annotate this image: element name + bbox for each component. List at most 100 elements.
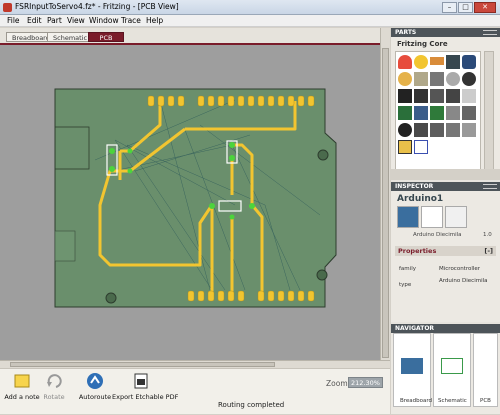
nav-label-breadboard: Breadboard bbox=[400, 398, 433, 404]
arduino-board bbox=[54, 88, 337, 308]
ratsnest-lines bbox=[94, 99, 321, 291]
piezo-part[interactable] bbox=[446, 72, 460, 86]
led-part[interactable] bbox=[398, 55, 412, 69]
fritzing-app-icon bbox=[3, 3, 12, 12]
properties-toggle[interactable]: [-] bbox=[484, 247, 493, 255]
ic-part[interactable] bbox=[398, 89, 412, 103]
header-top bbox=[147, 95, 315, 107]
tab-schematic[interactable]: Schematic bbox=[47, 32, 94, 42]
bin-scrollbar[interactable] bbox=[484, 51, 494, 175]
crystal-part[interactable] bbox=[462, 123, 476, 137]
servo-part[interactable] bbox=[462, 89, 476, 103]
pcb-canvas[interactable] bbox=[0, 45, 380, 360]
title-bar: FSRInputToServo4.fz* - Fritzing - [PCB V… bbox=[0, 0, 500, 15]
pcb-part[interactable] bbox=[398, 140, 412, 154]
relay-part[interactable] bbox=[430, 89, 444, 103]
zoom-input[interactable]: 212.30% bbox=[348, 377, 383, 388]
lcd-part[interactable] bbox=[414, 123, 428, 137]
trace bbox=[198, 204, 214, 257]
bin-title: Fritzing Core bbox=[397, 40, 448, 48]
capacitor-part[interactable] bbox=[462, 55, 476, 69]
autoroute-label: Autoroute bbox=[78, 393, 112, 401]
pcb-drawing[interactable] bbox=[0, 45, 380, 360]
horizontal-scrollbar[interactable] bbox=[0, 360, 390, 368]
breadboard-part[interactable] bbox=[414, 106, 428, 120]
parts-grid[interactable] bbox=[395, 51, 481, 175]
connector-part[interactable] bbox=[446, 123, 460, 137]
properties-header-label: Properties bbox=[398, 247, 437, 255]
resistor-horizontal[interactable] bbox=[209, 200, 255, 220]
parts-bin: Fritzing Core bbox=[391, 37, 500, 175]
header-part[interactable] bbox=[414, 89, 428, 103]
mystery-part[interactable] bbox=[462, 106, 476, 120]
menu-file[interactable]: File bbox=[7, 16, 20, 25]
resistor-part[interactable] bbox=[430, 57, 444, 65]
rotate-button[interactable]: Rotate bbox=[40, 369, 68, 415]
prop-key-type: type bbox=[399, 282, 412, 288]
autoroute-button[interactable]: Autoroute bbox=[78, 369, 112, 415]
export-pdf-icon bbox=[134, 373, 148, 389]
menu-view[interactable]: View bbox=[67, 16, 85, 25]
parts-header: PARTS bbox=[391, 28, 500, 37]
menu-trace[interactable]: Trace bbox=[121, 16, 141, 25]
inspector-header-label: INSPECTOR bbox=[395, 183, 434, 190]
menu-window[interactable]: Window bbox=[89, 16, 119, 25]
wire-part[interactable] bbox=[446, 106, 460, 120]
properties-header[interactable]: Properties [-] bbox=[395, 246, 496, 256]
view-tabs: Breadboard Schematic PCB bbox=[0, 28, 390, 44]
navigator-panel: NAVIGATOR bbox=[391, 324, 500, 414]
trace bbox=[120, 101, 162, 153]
chip-part[interactable] bbox=[430, 123, 444, 137]
motor-part[interactable] bbox=[462, 72, 476, 86]
scroll-thumb[interactable] bbox=[10, 362, 275, 367]
arduino-part[interactable] bbox=[398, 106, 412, 120]
bottom-toolbar: Add a note Rotate Autoroute Export Etcha… bbox=[0, 368, 390, 414]
tab-pcb[interactable]: PCB bbox=[88, 32, 124, 42]
close-button[interactable]: ✕ bbox=[474, 2, 496, 13]
power-jack-outline bbox=[54, 230, 76, 262]
mounting-hole bbox=[105, 292, 117, 304]
note-icon bbox=[14, 374, 30, 388]
export-pdf-button[interactable]: Export Etchable PDF bbox=[112, 369, 179, 415]
window-title: FSRInputToServo4.fz* - Fritzing - [PCB V… bbox=[15, 2, 179, 11]
nav-schematic-thumb[interactable] bbox=[433, 333, 471, 407]
inspector-part-name: Arduino Diecimila bbox=[413, 232, 462, 238]
pcb-view-thumbnail bbox=[445, 206, 467, 228]
resistor-middle[interactable] bbox=[226, 140, 238, 164]
speaker-part[interactable] bbox=[398, 123, 412, 137]
pot-part[interactable] bbox=[398, 72, 412, 86]
wire-tool-part[interactable] bbox=[414, 140, 428, 154]
dock-controls[interactable] bbox=[483, 30, 497, 35]
rotate-icon bbox=[47, 374, 62, 388]
prop-value-type[interactable]: Arduino Diecimila bbox=[439, 278, 488, 284]
nav-label-schematic: Schematic bbox=[438, 398, 467, 404]
menu-edit[interactable]: Edit bbox=[27, 16, 42, 25]
resistor-left[interactable] bbox=[106, 144, 133, 176]
minimize-button[interactable]: – bbox=[442, 2, 457, 13]
status-message: Routing completed bbox=[218, 401, 285, 409]
shield-part[interactable] bbox=[430, 106, 444, 120]
maximize-button[interactable]: □ bbox=[458, 2, 473, 13]
inspector-title: Arduino1 bbox=[397, 194, 444, 204]
sensor-part[interactable] bbox=[446, 89, 460, 103]
bin-footer bbox=[391, 169, 500, 180]
menu-bar: File Edit Part View Window Trace Help bbox=[0, 15, 500, 27]
nav-pcb-thumb[interactable] bbox=[473, 333, 498, 407]
vertical-scrollbar[interactable] bbox=[380, 28, 390, 360]
breadboard-view-thumbnail bbox=[397, 206, 419, 228]
diode-part[interactable] bbox=[430, 72, 444, 86]
transistor-part[interactable] bbox=[446, 55, 460, 69]
menu-help[interactable]: Help bbox=[146, 16, 164, 25]
prop-value-family[interactable]: Microcontroller bbox=[439, 266, 481, 272]
dock-controls[interactable] bbox=[483, 184, 497, 189]
add-note-button[interactable]: Add a note bbox=[4, 369, 40, 415]
export-pdf-label: Export Etchable PDF bbox=[112, 393, 179, 401]
scroll-thumb[interactable] bbox=[382, 48, 389, 358]
inspector-header: INSPECTOR bbox=[391, 182, 500, 191]
nav-breadboard-thumb[interactable] bbox=[393, 333, 431, 407]
rotate-label: Rotate bbox=[43, 393, 65, 401]
switch-part[interactable] bbox=[414, 72, 428, 86]
zoom-label: Zoom bbox=[326, 379, 348, 388]
menu-part[interactable]: Part bbox=[47, 16, 62, 25]
battery-part[interactable] bbox=[414, 55, 428, 69]
